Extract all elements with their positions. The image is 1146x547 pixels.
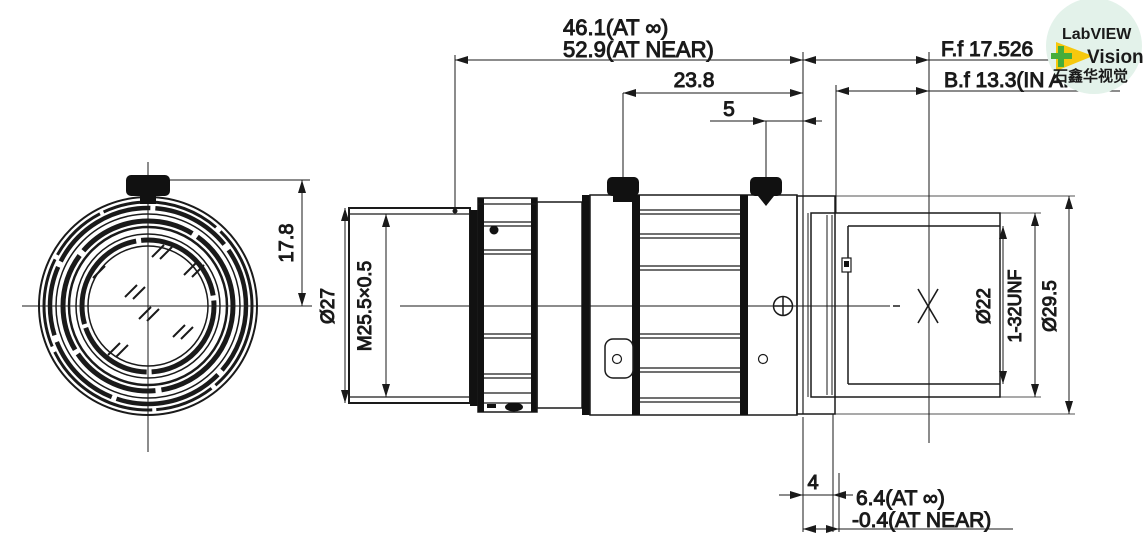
dimension-labels: 46.1(AT ∞) 52.9(AT NEAR) 23.8 5 F.f 17.5… bbox=[318, 15, 1092, 533]
dim-rear-inner-diameter bbox=[999, 226, 1007, 384]
label-screw-to-flange: 5 bbox=[723, 98, 735, 121]
label-filter-thread: M25.5×0.5 bbox=[355, 261, 376, 351]
watermark-vision: Vision bbox=[1087, 47, 1144, 68]
focus-ring bbox=[477, 197, 538, 413]
index-port bbox=[604, 338, 634, 379]
label-rear-ext-at-inf: 6.4(AT ∞) bbox=[856, 487, 945, 510]
image-plane-mark bbox=[917, 52, 939, 443]
iris-lock-thumbscrew bbox=[750, 177, 782, 206]
watermark-chinese: 石鑫华视觉 bbox=[1052, 67, 1128, 85]
front-thumbscrew bbox=[126, 175, 170, 204]
dim-rear-extension bbox=[803, 525, 1013, 533]
side-view bbox=[348, 52, 1001, 443]
label-rear-outer-diameter: Ø29.5 bbox=[1040, 280, 1061, 332]
spacer-barrel bbox=[536, 201, 583, 409]
zoom-iris-assembly bbox=[589, 194, 798, 416]
front-view: 17.8 bbox=[22, 162, 312, 452]
dimensions-diameters bbox=[341, 195, 1075, 415]
plus-icon bbox=[1051, 46, 1072, 67]
glass-hatch-marks bbox=[92, 244, 205, 358]
watermark-logo: LabVIEW Vision 石鑫华视觉 bbox=[1046, 0, 1144, 94]
label-overall-at-near: 52.9(AT NEAR) bbox=[563, 37, 714, 62]
label-mount-thread: 1-32UNF bbox=[1005, 269, 1025, 342]
dim-flange-step bbox=[779, 491, 853, 499]
focus-lock-thumbscrew bbox=[607, 177, 639, 202]
label-flange-focal: F.f 17.526 bbox=[941, 38, 1033, 61]
label-front-diameter: Ø27 bbox=[318, 288, 339, 324]
ring-divider bbox=[582, 195, 590, 415]
label-rear-inner-diameter: Ø22 bbox=[974, 288, 995, 324]
dim-screw-to-flange bbox=[710, 117, 822, 125]
label-ring-to-flange: 23.8 bbox=[674, 69, 715, 92]
set-screw-dot bbox=[489, 225, 499, 235]
dim-front-diameter bbox=[341, 208, 349, 403]
dim-mount-thread bbox=[1000, 212, 1041, 398]
label-flange-step: 4 bbox=[807, 472, 818, 494]
dim-ring-to-flange bbox=[623, 89, 803, 97]
watermark-circle bbox=[1046, 0, 1142, 94]
dim-front-height-label: 17.8 bbox=[276, 224, 298, 263]
dim-overall-length bbox=[455, 56, 803, 64]
thread-start-mark bbox=[844, 261, 849, 267]
dim-front-height bbox=[170, 179, 310, 306]
label-overall-at-inf: 46.1(AT ∞) bbox=[563, 15, 668, 40]
dimensions-bottom bbox=[779, 414, 1013, 533]
dim-back-focal bbox=[836, 87, 1120, 95]
front-lens-rings bbox=[38, 196, 258, 416]
cross-screw-icon bbox=[772, 295, 794, 317]
play-triangle-icon bbox=[1056, 42, 1093, 71]
watermark-labview: LabVIEW bbox=[1062, 26, 1132, 43]
dim-rear-outer-diameter bbox=[835, 195, 1075, 415]
rear-mount bbox=[796, 195, 1001, 415]
front-barrel bbox=[348, 207, 478, 406]
dim-filter-thread bbox=[382, 214, 390, 397]
label-rear-ext-at-near: -0.4(AT NEAR) bbox=[852, 509, 991, 532]
